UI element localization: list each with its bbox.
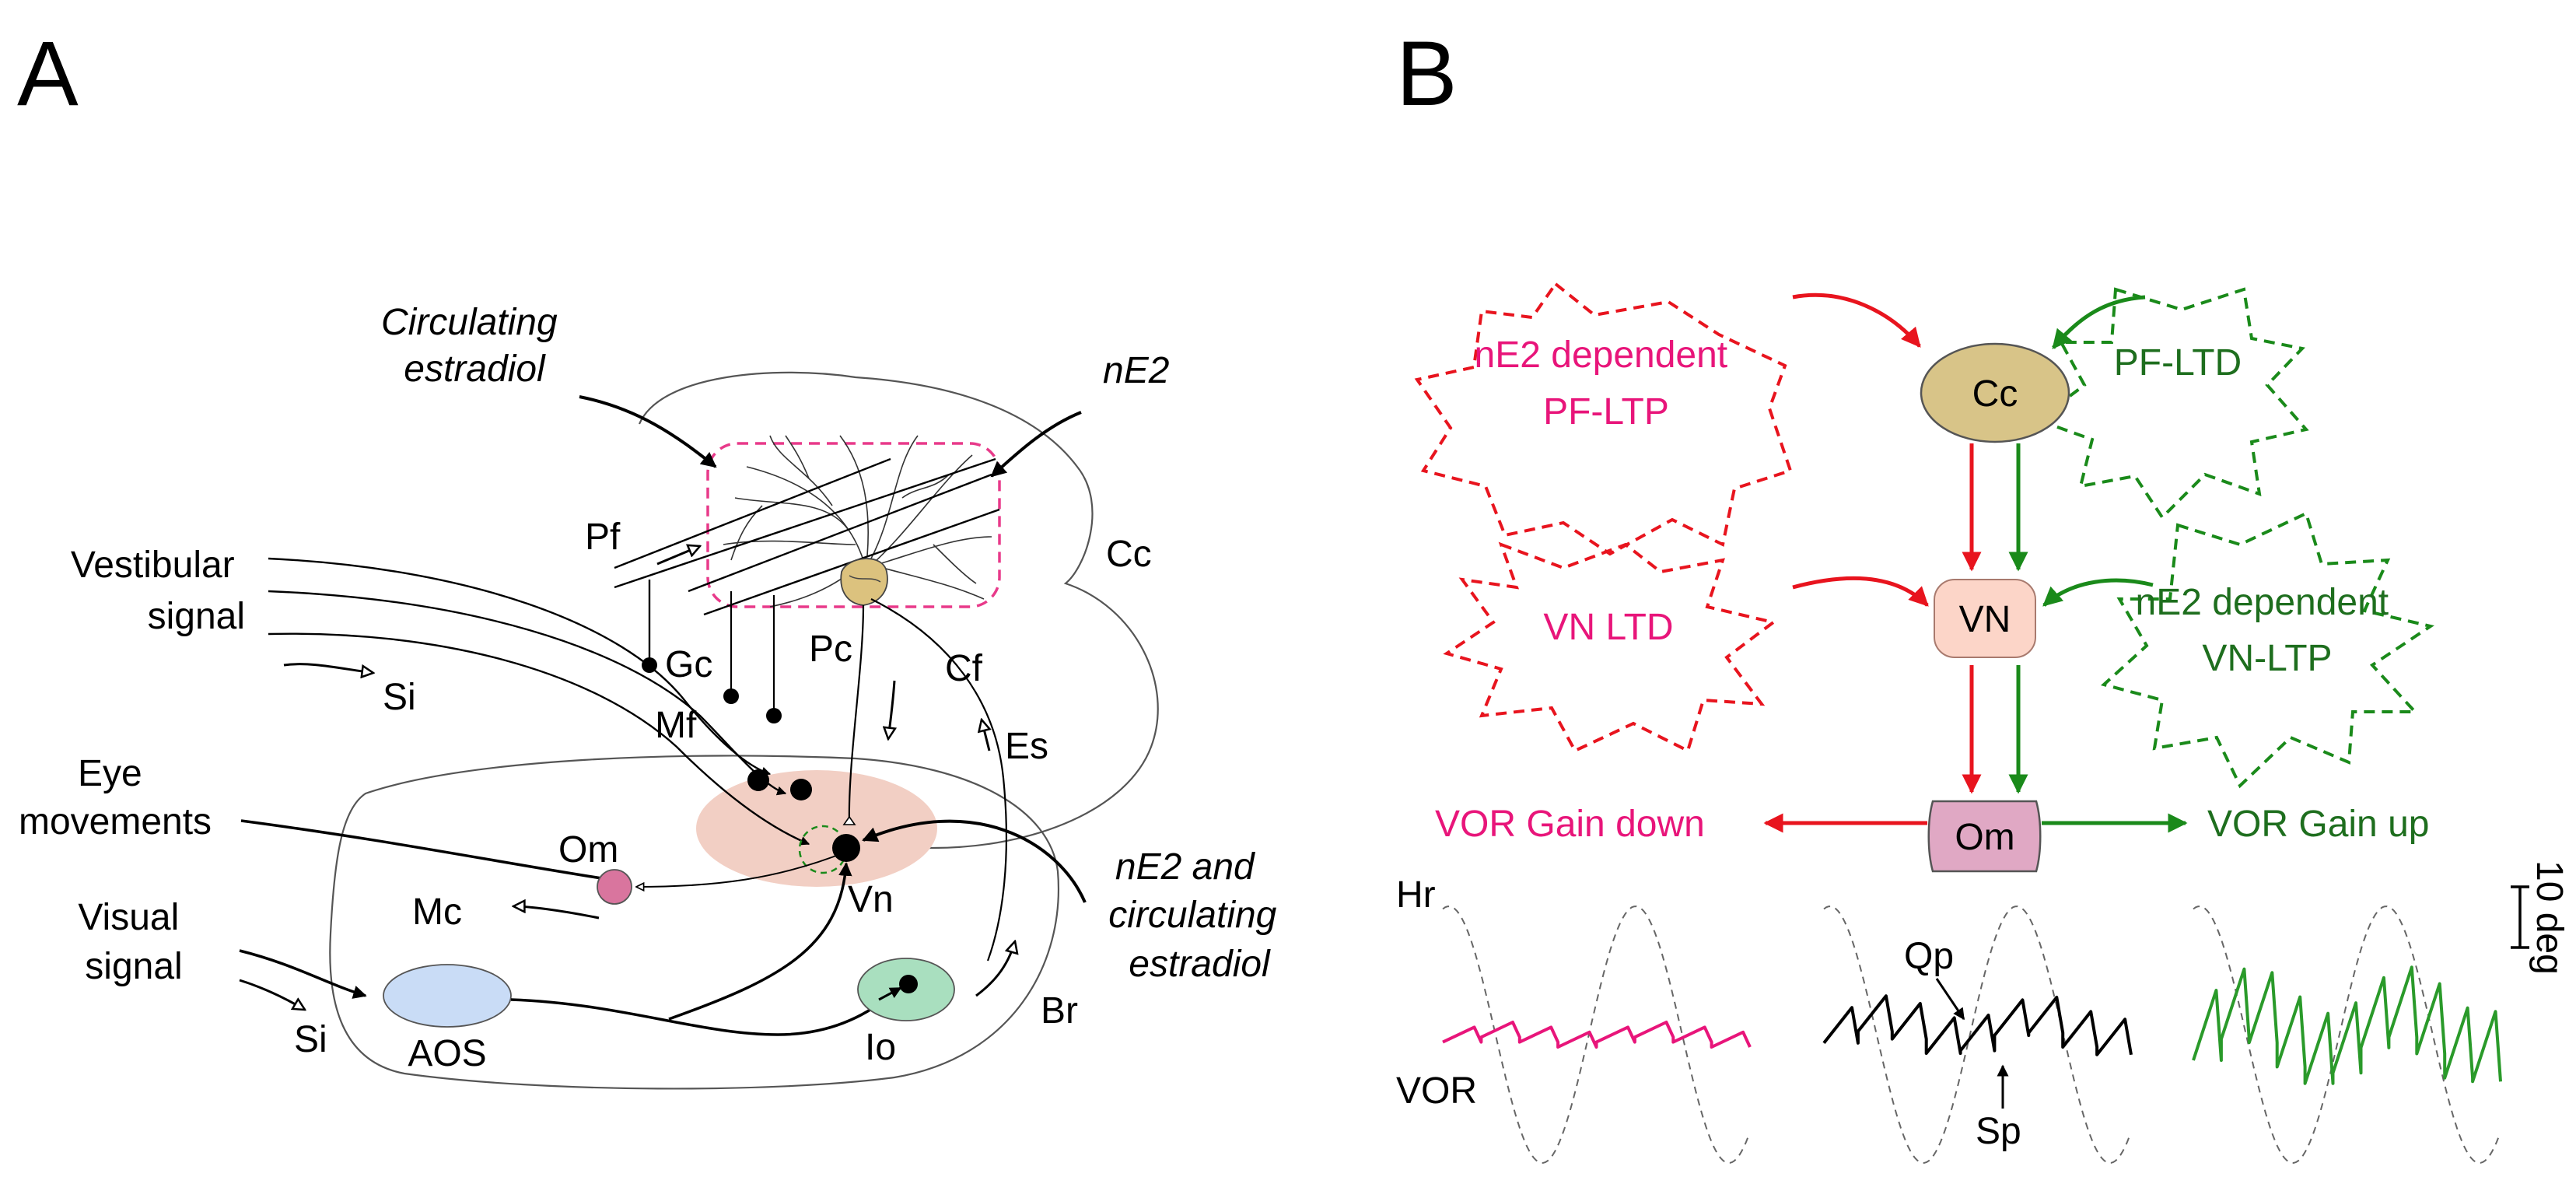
eye-movements-label: Eye movements	[19, 753, 212, 842]
io-input-arrow	[878, 986, 902, 1001]
climbing-fiber	[870, 598, 1008, 962]
ne2-label: nE2	[1103, 350, 1169, 391]
om-node-label: Om	[1955, 817, 2014, 858]
panel-b-label: B	[1396, 23, 1458, 125]
mc-label: Mc	[412, 892, 462, 933]
vor-label: VOR	[1396, 1070, 1477, 1112]
visual-signal-label: Visual signal	[78, 897, 189, 987]
arrow-vnltp-to-vn	[2042, 578, 2154, 607]
vn-region	[696, 770, 937, 887]
visual-signal-line	[239, 949, 367, 999]
cc-node	[1920, 342, 2070, 443]
qp-label: Qp	[1904, 936, 1954, 977]
si-arrow-top	[283, 663, 373, 673]
eye-movement-line	[240, 819, 607, 881]
ne2-vn-ltp-label: nE2 dependent VN-LTP	[2136, 582, 2399, 679]
purkinje-detail	[849, 575, 881, 583]
scale-bar	[2511, 885, 2529, 949]
pc-axon	[848, 604, 865, 824]
io-label: Io	[865, 1027, 896, 1068]
vn-ltd-label: VN LTD	[1543, 607, 1673, 648]
arrow-ltp-to-cc	[1792, 292, 1921, 348]
vor-trace-gain-down	[1442, 1021, 1752, 1049]
si-label-bottom: Si	[294, 1019, 327, 1060]
vn-node-label: VN	[1959, 599, 2011, 640]
vn-to-om	[636, 851, 847, 887]
parallel-fibers	[614, 457, 1000, 616]
arrow-ltd-to-cc	[2052, 295, 2146, 349]
panel-a-label: A	[17, 23, 79, 125]
ne2-and-circulating-label: nE2 and circulating estradiol	[1108, 846, 1286, 985]
aos-to-io	[510, 990, 896, 1036]
es-label: Es	[1005, 726, 1048, 767]
cerebellum-outline	[638, 371, 1159, 849]
star-ne2-vn-ltp	[2100, 511, 2434, 789]
vor-trace-gain-up	[2192, 965, 2502, 1085]
estradiol-box	[706, 442, 1001, 608]
vn-node	[1934, 579, 2036, 658]
om-label: Om	[558, 829, 618, 870]
hr-label: Hr	[1396, 874, 1436, 916]
om-nucleus	[597, 869, 632, 905]
pf-ltd-label: PF-LTD	[2114, 342, 2242, 384]
pc-terminal	[842, 815, 856, 825]
cc-node-label: Cc	[1972, 373, 2018, 415]
panel-a: A	[17, 23, 1286, 1090]
pf-label: Pf	[585, 517, 621, 558]
aos-label: AOS	[408, 1033, 486, 1074]
ne2-arrow	[990, 411, 1082, 478]
scale-label: 10 deg	[2529, 860, 2570, 975]
circulating-estradiol-arrow	[579, 395, 717, 468]
om-node	[1927, 800, 2042, 873]
panel-b: B nE2 dependent PF-LTP PF-LTD VN LTD nE2…	[1396, 23, 2570, 1164]
io-cell	[899, 975, 918, 993]
star-pf-ltd	[2034, 287, 2309, 520]
pc-down-arrow	[888, 680, 894, 739]
vor-trace-normal	[1822, 994, 2133, 1056]
hr-trace-2	[1823, 906, 2130, 1164]
hr-trace-3	[2193, 906, 2500, 1164]
si-arrow-bottom	[239, 979, 305, 1010]
vn-label: Vn	[848, 879, 894, 920]
aos-to-vn	[668, 862, 852, 1021]
ne2-pf-ltp-label: nE2 dependent PF-LTP	[1475, 335, 1738, 433]
circulating-estradiol-label: Circulating estradiol	[381, 302, 568, 390]
pf-arrow	[656, 546, 700, 566]
aos-nucleus	[383, 964, 512, 1028]
sp-label: Sp	[1976, 1111, 2021, 1152]
gc-label: Gc	[665, 644, 712, 685]
vor-gain-down-label: VOR Gain down	[1435, 804, 1705, 845]
purkinje-cell	[840, 558, 888, 606]
star-ne2-pf-ltp	[1414, 282, 1793, 556]
si-label-top: Si	[383, 677, 416, 718]
brainstem-outline	[329, 755, 1059, 1090]
mf-terminal-2	[766, 708, 782, 723]
star-vn-ltd	[1443, 541, 1777, 753]
arrow-vnltd-to-vn	[1792, 576, 1929, 607]
qp-arrow	[1935, 978, 1965, 1021]
br-label: Br	[1041, 990, 1078, 1032]
vestibular-signal-label: Vestibular signal	[71, 545, 245, 637]
br-arrow	[975, 941, 1015, 997]
vn-main-cell	[832, 834, 860, 862]
mc-arrow	[513, 906, 600, 920]
cc-label: Cc	[1106, 534, 1152, 575]
hr-trace-1	[1442, 906, 1749, 1164]
mf-label: Mf	[655, 705, 697, 746]
es-arrow	[982, 720, 989, 751]
vn-cell-2	[790, 779, 812, 800]
vn-cell-1	[747, 769, 769, 791]
cf-label: Cf	[945, 648, 983, 689]
mf-terminal-1	[723, 688, 739, 704]
vor-gain-up-label: VOR Gain up	[2207, 804, 2429, 845]
granule-cell	[642, 657, 657, 673]
vor-traces	[1442, 906, 2502, 1164]
ne2-circulating-line	[862, 819, 1087, 903]
pc-label: Pc	[809, 629, 852, 670]
mossy-fibers	[268, 557, 810, 846]
